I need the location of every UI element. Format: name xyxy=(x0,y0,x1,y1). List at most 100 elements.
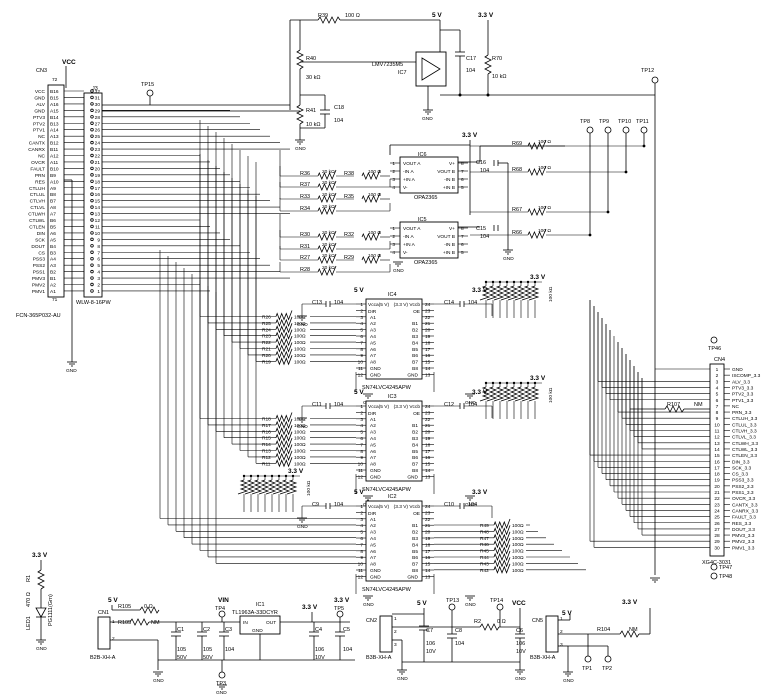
resistor-ref: R42 xyxy=(480,568,489,574)
resistor-value: 100Ω xyxy=(294,429,306,435)
resistor-value: 20 kΩ xyxy=(322,192,335,198)
ic-pin-number: 16 xyxy=(425,455,431,461)
junction-dot xyxy=(498,381,502,385)
ic-pin-label: A4 xyxy=(370,536,376,542)
cn4-signal-label: DOUT_3.3 xyxy=(732,527,755,533)
svg-text:GND: GND xyxy=(563,678,574,684)
resistor-value: 100 Ω xyxy=(538,228,551,234)
cn3-signal-label: ALV xyxy=(36,102,46,108)
resistor-symbol xyxy=(317,265,337,277)
j3-pin-pad xyxy=(90,269,94,274)
j3-pin-number: 14 xyxy=(95,205,101,211)
ic-pin-number: 13 xyxy=(425,474,431,480)
opamp-pin-label: VOUT A xyxy=(403,226,421,232)
j3-pin-number: 20 xyxy=(95,166,101,172)
resistor-symbol xyxy=(258,479,270,495)
cn4-signal-label: GND xyxy=(732,367,743,373)
cn4-pin-number: 19 xyxy=(714,478,720,484)
ic-pin-number: 5 xyxy=(360,328,363,334)
ic-pin-label: GND xyxy=(370,574,381,580)
ic-pin-label: B4 xyxy=(412,340,418,346)
svg-text:100 Ω: 100 Ω xyxy=(345,13,360,19)
resistor-symbol xyxy=(275,310,293,321)
ground-symbol xyxy=(297,517,307,523)
gnd-label: GND xyxy=(465,502,476,508)
opamp-pin-number: 5 xyxy=(461,250,464,256)
resistor-symbol xyxy=(275,425,293,436)
svg-text:C6: C6 xyxy=(516,628,523,634)
ic-pin-number: 9 xyxy=(360,455,363,461)
svg-text:R40: R40 xyxy=(306,56,316,62)
svg-text:2: 2 xyxy=(560,629,563,635)
svg-text:C5: C5 xyxy=(343,627,350,633)
resistor-value: 20 kΩ xyxy=(322,169,335,175)
cn3-body xyxy=(47,84,65,298)
svg-text:PG1111(Grn): PG1111(Grn) xyxy=(48,594,54,626)
capacitor-value: 104 xyxy=(468,502,477,508)
j3-pin-pad xyxy=(90,134,94,138)
opamp-pin-label: +IN B xyxy=(443,250,455,256)
j3-pin-number: 25 xyxy=(95,134,101,140)
ic-pin-label: A8 xyxy=(370,562,376,568)
ic-pin-label: B6 xyxy=(412,353,418,359)
ic-pin-number: 16 xyxy=(425,555,431,561)
cn4-pin-number: 4 xyxy=(716,385,719,391)
cn3-signal-label: PTV3 xyxy=(33,115,45,121)
ic-pin-label: B4 xyxy=(412,542,418,548)
opamp-pin-label: -IN A xyxy=(403,234,414,240)
resistor-symbol xyxy=(486,386,498,402)
j3-pin-number: 4 xyxy=(97,270,100,276)
j3-part: WLW-8-16PW xyxy=(76,300,111,306)
cn3-pin-number: A16 xyxy=(50,102,59,108)
svg-text:104: 104 xyxy=(334,118,343,124)
svg-text:GND: GND xyxy=(503,256,514,262)
junction-dot xyxy=(256,474,260,478)
resistor-value: 100Ω xyxy=(294,359,306,365)
svg-text:LED1: LED1 xyxy=(26,616,32,630)
j3-pin-number: 9 xyxy=(97,237,100,243)
svg-text:2: 2 xyxy=(112,636,115,642)
resistor-ref: R47 xyxy=(480,536,489,542)
resistor-symbol xyxy=(479,386,491,402)
cn3-signal-label: PRN xyxy=(35,173,46,179)
svg-text:3.3 V: 3.3 V xyxy=(462,132,478,139)
cn1-part: B2B-XH-A xyxy=(90,655,116,661)
svg-text:104: 104 xyxy=(455,641,464,647)
resistor-ref: R44 xyxy=(480,555,489,561)
ic-pin-label: A3 xyxy=(370,328,376,334)
ic-pin-number: 24 xyxy=(425,404,431,410)
cn4-pin-number: 24 xyxy=(714,508,720,514)
resistor-symbol xyxy=(317,192,337,204)
ic-pin-label: B3 xyxy=(412,436,418,442)
resistor-value: 20 kΩ xyxy=(322,253,335,259)
opamp-pin-label: VOUT B xyxy=(437,234,455,240)
junction-dot xyxy=(491,381,495,385)
ic-pin-label: B5 xyxy=(412,347,418,353)
j3-ref: J3 xyxy=(92,86,98,92)
svg-text:TP8: TP8 xyxy=(580,119,590,125)
ic-pin-label: GND xyxy=(370,366,381,372)
j3-pin-number: 28 xyxy=(95,115,101,121)
cn4-pin-number: 30 xyxy=(714,545,720,551)
ic-pin-number: 4 xyxy=(360,523,363,529)
svg-text:R1: R1 xyxy=(26,575,32,582)
svg-text:3: 3 xyxy=(394,642,397,648)
svg-text:104: 104 xyxy=(480,168,489,174)
resistor-symbol xyxy=(521,285,533,301)
cn3-pin-number: A7 xyxy=(50,212,56,218)
resistor-ref: R46 xyxy=(480,542,489,548)
resistor-ref: R23 xyxy=(262,334,271,340)
cn5-part: B3B-XH-A xyxy=(530,655,556,661)
junction-dot xyxy=(642,144,646,148)
svg-text:R41: R41 xyxy=(306,108,316,114)
cn4-signal-label: CTLVL_3.3 xyxy=(732,435,756,441)
j3-pin-number: 24 xyxy=(95,141,101,147)
resistor-value: 100 Ω xyxy=(368,192,381,198)
cn4-pin-number: 6 xyxy=(716,398,719,404)
ic5-part: OPA2365 xyxy=(414,260,437,266)
ic-pin-label: A5 xyxy=(370,340,376,346)
cn4-signal-label: OVCR_3.3 xyxy=(732,496,756,502)
cn3-signal-label: CTLVH xyxy=(30,199,46,205)
j3-pin-number: 31 xyxy=(95,95,101,101)
